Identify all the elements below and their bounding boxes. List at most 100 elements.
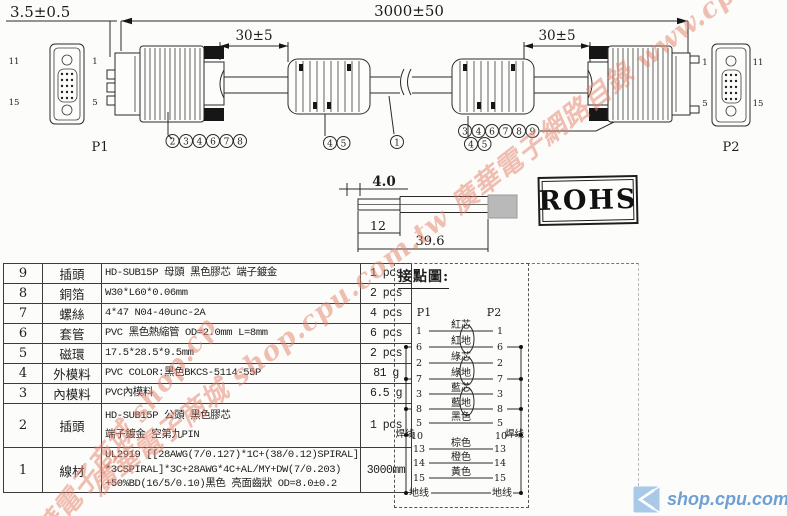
callout-right-ferrite: 4 5 xyxy=(464,116,492,151)
wiring-diagram-box: 接點圖: P1 P2 xyxy=(394,263,529,508)
wire-label: 黑色 xyxy=(451,410,471,423)
bom-no: 7 xyxy=(3,303,43,324)
bom-row: 2 插頭 HD-SUB15P 公頭 黑色膠芯端子鍍金 空第九PIN 1 pcs xyxy=(3,403,412,448)
wiring-pin-right: 1 xyxy=(497,326,503,337)
bom-no: 3 xyxy=(3,383,43,404)
svg-text:5: 5 xyxy=(482,140,488,150)
cable-left xyxy=(224,76,288,94)
callout-cable: 1 xyxy=(388,95,404,149)
bom-spec: PVC 黑色熱縮管 OD=2.0mm L=8mm xyxy=(101,323,361,344)
wiring-pin-left: 5 xyxy=(416,418,422,429)
p1-connector-side xyxy=(106,45,225,123)
p2-pin-br: 15 xyxy=(753,99,764,109)
dim-total-length: 3.5±0.5 3000±50 xyxy=(6,2,689,57)
wire-label: 黃色 xyxy=(451,465,471,478)
jumper-note-left: 焊线 xyxy=(396,428,416,440)
wiring-pin-left: 10 xyxy=(411,431,423,442)
wire-label: 紅地 xyxy=(451,334,471,347)
frame-extension xyxy=(527,263,639,486)
footer-logo-text: shop.cpu.com.tw xyxy=(667,489,787,509)
wiring-diagram: P1 P2 xyxy=(396,306,525,499)
svg-text:7: 7 xyxy=(503,127,509,137)
svg-text:4: 4 xyxy=(327,139,333,149)
wiring-pin-left: 2 xyxy=(416,358,422,369)
twisted-pair-ovals xyxy=(459,324,475,416)
bom-spec: 4*47 N04-40unc-2A xyxy=(101,303,361,324)
p1-pin-tr: 1 xyxy=(92,57,97,67)
detail-dim-mid: 12 xyxy=(370,218,386,233)
p1-pin-br: 5 xyxy=(92,98,97,108)
wiring-pin-right: 13 xyxy=(494,444,506,455)
detail-dim-bottom: 39.6 xyxy=(416,234,445,249)
bom-no: 9 xyxy=(3,263,43,284)
rohs-inner-border xyxy=(541,179,635,222)
svg-text:8: 8 xyxy=(516,127,522,137)
detail-dim-top: 4.0 xyxy=(372,174,396,190)
p2-pin-tr: 11 xyxy=(753,58,764,68)
bom-no: 2 xyxy=(3,403,43,448)
bom-spec: HD-SUB15P 母頭 黑色膠芯 端子鍍金 xyxy=(101,263,361,284)
wiring-pin-left: 6 xyxy=(416,342,422,353)
wiring-pin-left: 3 xyxy=(416,389,422,400)
bom-qty: 81 g xyxy=(360,363,412,384)
svg-text:3: 3 xyxy=(183,137,189,147)
p2-pin-bl: 5 xyxy=(702,99,707,109)
wire-label: 紅芯 xyxy=(451,318,471,331)
wiring-pin-right: 8 xyxy=(497,404,503,415)
wiring-pin-right: 3 xyxy=(497,389,503,400)
wiring-pin-right: 14 xyxy=(494,458,506,469)
svg-text:4: 4 xyxy=(476,127,482,137)
svg-text:3: 3 xyxy=(462,127,468,137)
wiring-p2: P2 xyxy=(487,306,501,319)
bom-name: 外模料 xyxy=(42,363,102,384)
wire-label: 棕色 xyxy=(451,436,471,449)
bom-no: 6 xyxy=(3,323,43,344)
wire-label: 藍芯 xyxy=(451,381,471,394)
bom-table: 9 插頭 HD-SUB15P 母頭 黑色膠芯 端子鍍金 1 pcs 8 銅箔 W… xyxy=(3,263,412,493)
bom-spec: 17.5*28.5*9.5mm xyxy=(101,343,361,364)
wiring-pin-right: 5 xyxy=(497,418,503,429)
dim-ferrite-left: 30±5 xyxy=(219,28,289,62)
bom-row: 6 套管 PVC 黑色熱縮管 OD=2.0mm L=8mm 6 pcs xyxy=(3,323,412,344)
wiring-pin-left: 15 xyxy=(413,473,425,484)
svg-text:1: 1 xyxy=(394,138,400,148)
wiring-pin-left: 8 xyxy=(416,404,422,415)
bom-row: 5 磁環 17.5*28.5*9.5mm 2 pcs xyxy=(3,343,412,364)
svg-text:9: 9 xyxy=(530,127,536,137)
bom-spec: PVC COLOR:黑色BKCS-5114-55P xyxy=(101,363,361,384)
bom-spec: W30*L60*0.06mm xyxy=(101,283,361,304)
bom-spec: UL2919 [[28AWG(7/0.127)*1C+(38/0.12)SPIR… xyxy=(101,447,361,493)
cable-drawing: 3.5±0.5 3000±50 30±5 30±5 xyxy=(6,2,764,252)
wire-label: 藍地 xyxy=(451,396,471,409)
p2-connector-side xyxy=(587,45,700,123)
p2-connector-face: 1 11 5 15 P2 xyxy=(702,43,764,155)
svg-text:2: 2 xyxy=(170,137,176,147)
wiring-pin-right: 10 xyxy=(495,431,507,442)
svg-text:4: 4 xyxy=(468,140,474,150)
bom-name: 插頭 xyxy=(42,263,102,284)
callout-left-ferrite: 4 5 xyxy=(323,114,351,150)
bom-name: 插頭 xyxy=(42,403,102,448)
wiring-pin-right: 7 xyxy=(497,374,503,385)
wiring-gnd-left: 地线 xyxy=(409,486,429,499)
bom-name: 套管 xyxy=(42,323,102,344)
bom-qty: 3000mm xyxy=(360,447,412,493)
bom-name: 內模料 xyxy=(42,383,102,404)
svg-text:8: 8 xyxy=(237,137,243,147)
wire-label: 橙色 xyxy=(451,450,471,463)
svg-text:4: 4 xyxy=(197,137,203,147)
cable-middle xyxy=(370,68,452,96)
callout-left-connector: 2 3 4 6 7 8 xyxy=(165,112,247,148)
callout-right-connector: 3 4 6 7 8 9 xyxy=(458,121,615,138)
footer-logo-link[interactable]: shop.cpu.com.tw xyxy=(633,486,787,513)
p2-pin-tl: 1 xyxy=(702,58,707,68)
svg-text:5: 5 xyxy=(341,139,347,149)
wiring-title: 接點圖: xyxy=(398,266,450,289)
jumper-note-right: 焊线 xyxy=(505,428,525,440)
dim-offset-text: 3.5±0.5 xyxy=(10,3,70,21)
wiring-pin-left: 14 xyxy=(413,458,425,469)
shop-cpu-logo-icon xyxy=(633,486,660,513)
wire-label: 綠芯 xyxy=(451,350,471,363)
bom-spec: HD-SUB15P 公頭 黑色膠芯端子鍍金 空第九PIN xyxy=(101,403,361,448)
bom-no: 5 xyxy=(3,343,43,364)
